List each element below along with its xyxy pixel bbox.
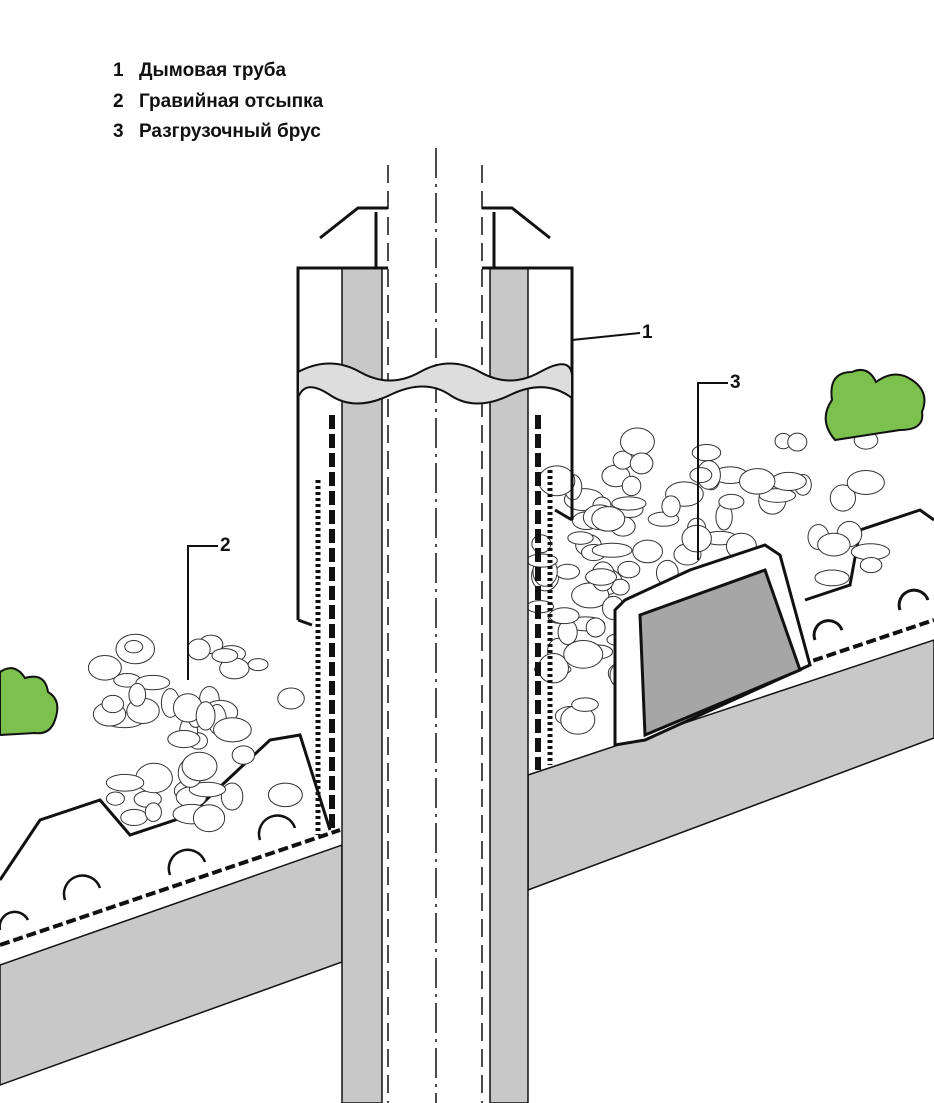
- callout-1: 1: [642, 322, 653, 343]
- gravel-stone: [817, 532, 851, 557]
- legend-item: 1 Дымовая труба: [113, 56, 323, 87]
- gravel-stone: [548, 607, 580, 625]
- gravel-stone: [629, 452, 654, 475]
- legend-number: 1: [113, 60, 124, 81]
- vegetation-right: [824, 369, 926, 442]
- callout-leaders: [187, 332, 728, 680]
- gravel-stone: [526, 553, 558, 568]
- gravel-stone: [267, 782, 303, 808]
- gravel-stone: [181, 751, 218, 782]
- gravel-stone: [555, 563, 580, 580]
- gravel-stone: [195, 701, 216, 731]
- legend-item: 3 Разгрузочный брус: [113, 117, 323, 148]
- gravel-stone: [563, 639, 604, 669]
- gravel-stone: [718, 493, 745, 510]
- vegetation-left: [0, 667, 59, 737]
- chimney-flue-lines: [387, 148, 483, 1103]
- legend-item: 2 Гравийная отсыпка: [113, 87, 323, 118]
- gravel-stone: [192, 804, 226, 833]
- gravel-stone: [591, 542, 633, 558]
- gravel-stone: [661, 495, 681, 518]
- gravel-stone: [591, 506, 626, 532]
- gravel-stone: [167, 730, 201, 749]
- legend-number: 3: [113, 121, 124, 142]
- gravel-stone: [188, 781, 227, 798]
- gravel-stone: [87, 655, 122, 681]
- gravel-stone: [128, 682, 147, 707]
- gravel-stone: [770, 471, 807, 491]
- gravel-stone: [859, 557, 883, 574]
- gravel-stone: [814, 569, 850, 587]
- legend-label: Разгрузочный брус: [139, 121, 321, 142]
- gravel-stone: [124, 640, 144, 654]
- gravel-stone: [846, 470, 885, 495]
- gravel-stone: [186, 638, 211, 661]
- gravel-stone: [105, 773, 145, 792]
- gravel-stone: [120, 808, 148, 827]
- left-roof-slab: [0, 843, 343, 1086]
- gravel-stone: [689, 467, 713, 484]
- relief-beam: [638, 568, 802, 738]
- gravel-stone: [101, 694, 125, 714]
- legend-label: Гравийная отсыпка: [139, 90, 324, 112]
- gravel-stone: [621, 475, 642, 497]
- chimney-wall-left: [341, 267, 383, 1103]
- gravel-stone: [211, 648, 239, 664]
- gravel-stone: [571, 697, 599, 712]
- gravel-stone: [247, 658, 269, 672]
- gravel-stone: [231, 745, 256, 765]
- gravel-stone: [787, 432, 808, 452]
- gravel-stone: [738, 468, 776, 495]
- left-insulation-profile: [0, 733, 341, 947]
- break-line: [297, 362, 573, 405]
- gravel-stone: [681, 524, 712, 553]
- gravel-stone: [213, 717, 252, 743]
- chimney-casing: [296, 206, 574, 627]
- gravel-stone: [585, 568, 618, 586]
- legend: 1 Дымовая труба 2 Гравийная отсыпка 3 Разгр…: [113, 56, 323, 148]
- gravel-stone: [277, 687, 305, 710]
- gravel-stone: [105, 791, 125, 806]
- gravel-stone: [611, 496, 647, 511]
- chimney-flashing: [315, 415, 553, 835]
- gravel-stone: [144, 802, 162, 822]
- legend-number: 2: [113, 90, 124, 112]
- gravel-stone: [617, 560, 641, 579]
- gravel-stone: [220, 782, 244, 811]
- gravel-stone: [619, 427, 655, 457]
- gravel-stone: [632, 539, 663, 564]
- chimney-wall-right: [489, 267, 529, 1103]
- gravel-stone: [691, 444, 722, 462]
- gravel-stone: [585, 617, 606, 638]
- gravel-fill: [87, 427, 891, 833]
- callout-2: 2: [220, 535, 231, 556]
- gravel-stone: [538, 465, 576, 497]
- gravel-stone: [567, 531, 594, 545]
- gravel-stone: [135, 674, 171, 691]
- callout-3: 3: [730, 372, 741, 393]
- legend-label: Дымовая труба: [139, 60, 287, 81]
- gravel-stone: [829, 484, 856, 512]
